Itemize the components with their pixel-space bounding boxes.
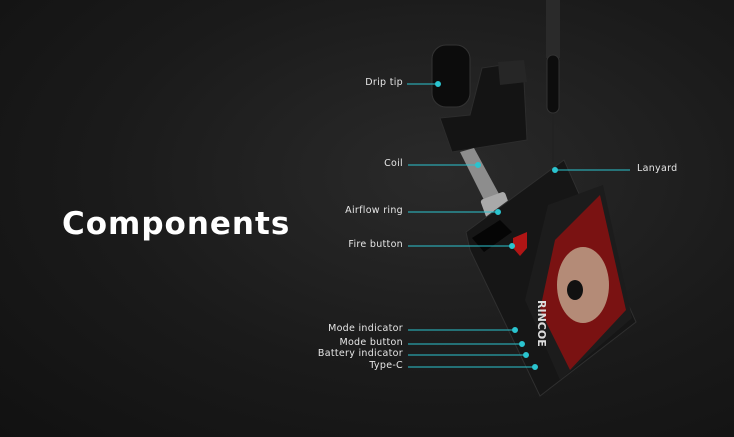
drip-tip bbox=[431, 44, 471, 108]
label-mode-indicator: Mode indicator bbox=[328, 323, 403, 334]
label-mode-button: Mode button bbox=[339, 337, 403, 348]
label-fire-button: Fire button bbox=[348, 239, 403, 250]
label-battery-indicator: Battery indicator bbox=[317, 348, 403, 359]
label-coil: Coil bbox=[384, 158, 403, 169]
page-title: Components bbox=[62, 206, 291, 242]
svg-text:RINCOE: RINCOE bbox=[535, 300, 548, 347]
callout-lines bbox=[407, 81, 630, 370]
label-drip-tip: Drip tip bbox=[365, 77, 403, 88]
pod bbox=[431, 44, 528, 153]
label-type-c: Type-C bbox=[369, 360, 403, 371]
fire-button bbox=[513, 232, 527, 256]
lanyard bbox=[546, 0, 560, 162]
label-lanyard: Lanyard bbox=[637, 163, 678, 174]
device-body: RINCOE bbox=[465, 159, 637, 397]
label-airflow-ring: Airflow ring bbox=[345, 205, 403, 216]
